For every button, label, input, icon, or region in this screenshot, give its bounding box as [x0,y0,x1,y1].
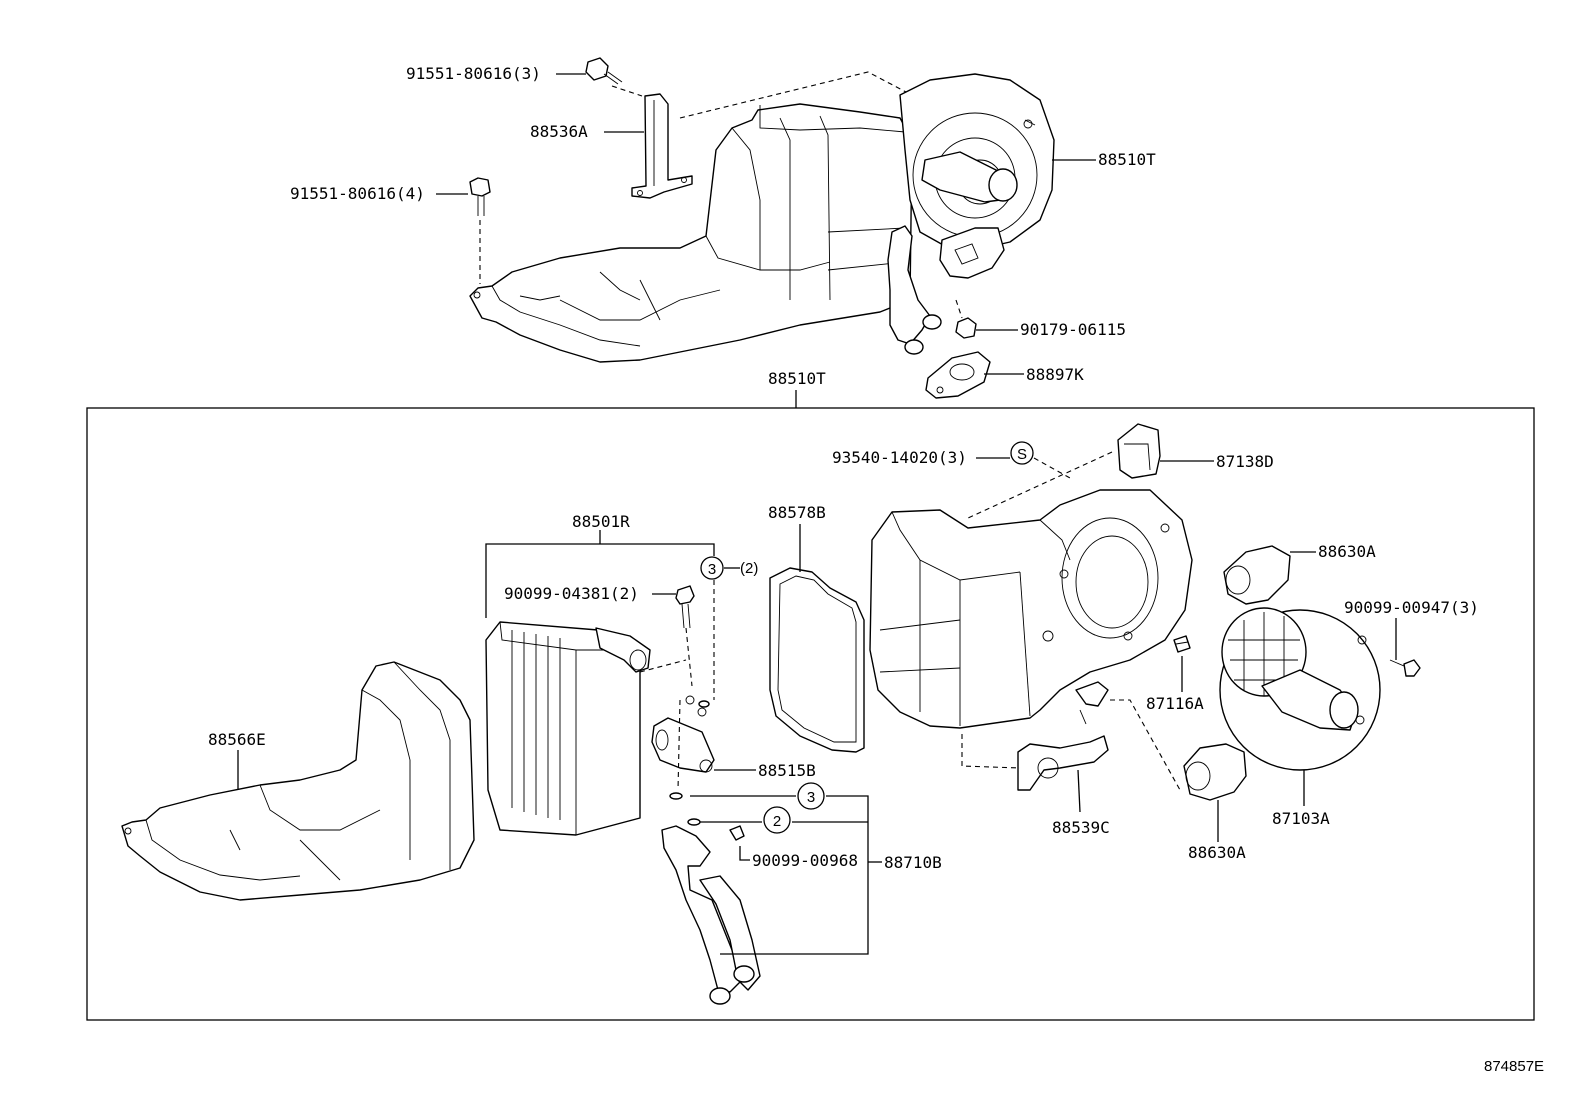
label-bolt-b: 91551-80616(4) [290,184,425,203]
nut-drawing [955,317,977,339]
blower-motor-drawing [1219,607,1381,771]
lower-assembly-frame [86,407,1535,1021]
hose-drawing [1017,735,1109,791]
case-drawing [121,661,475,901]
label-clip: 87116A [1146,694,1204,713]
label-nut: 90179-06115 [1020,320,1126,339]
screw-motor-drawing [1389,659,1421,677]
label-bracket: 88536A [530,122,588,141]
grommet-drawing [925,351,991,399]
label-hose: 88539C [1052,818,1110,837]
circle-2: 2 [763,806,791,834]
seal-drawing [769,567,865,753]
tube-drawing [661,825,761,1005]
o-ring-3 [698,700,710,708]
clip-drawing [1173,635,1191,653]
bolt-evap-drawing [675,585,695,629]
label-screw-s: 93540-14020(3) [832,448,967,467]
bolt-91551-b-drawing [469,177,491,216]
label-bolt-small: 90099-00968 [752,851,858,870]
label-circle-3-qty: (2) [740,560,758,577]
lower-unit-case-drawing [869,489,1193,729]
circle-3-top: 3 [700,556,724,580]
circle-3-top-number: 3 [708,561,716,578]
motor-cover-top-drawing [1223,545,1291,605]
label-motor-cover-bottom: 88630A [1188,843,1246,862]
lower-assembly [121,423,1421,1005]
label-grommet: 88897K [1026,365,1084,384]
label-bolt-evap: 90099-04381(2) [504,584,639,603]
label-expansion-valve: 88515B [758,761,816,780]
upper-pipe-drawing [887,225,1005,355]
label-case: 88566E [208,730,266,749]
s-symbol-letter: S [1017,446,1027,463]
o-ring-2 [687,818,701,826]
evaporator-drawing [485,621,651,836]
label-bolt-a: 91551-80616(3) [406,64,541,83]
upper-assembly [436,57,1096,399]
label-motor-cover-top: 88630A [1318,542,1376,561]
label-seal: 88578B [768,503,826,522]
circle-3-number: 3 [807,789,815,806]
s-symbol [1010,441,1034,465]
circle-3: 3 [797,782,825,810]
label-tube: 88710B [884,853,942,872]
bracket-drawing [631,93,693,199]
upper-blower-drawing [899,73,1055,251]
label-upper-unit: 88510T [1098,150,1156,169]
motor-cover-bottom-drawing [1183,743,1247,801]
label-resistor: 87138D [1216,452,1274,471]
bolt-91551-a-drawing [585,57,623,85]
resistor-drawing [1117,423,1161,479]
figure-id: 874857E [1484,1058,1544,1075]
label-lower-unit: 88510T [768,369,826,388]
label-evaporator: 88501R [572,512,630,531]
label-blower-motor: 87103A [1272,809,1330,828]
circle-2-number: 2 [773,813,781,830]
upper-case-drawing [469,103,913,363]
label-screw-motor: 90099-00947(3) [1344,598,1479,617]
o-ring-1 [669,792,683,800]
